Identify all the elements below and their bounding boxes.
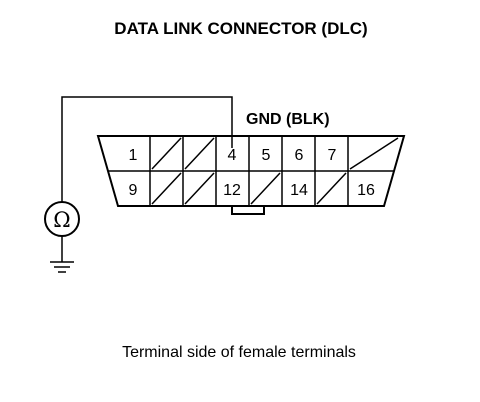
unused-terminal-slashes (151, 137, 399, 205)
probe-wire (61, 96, 233, 202)
ground-label: GND (BLK) (246, 111, 330, 128)
terminal-number: 1 (129, 147, 138, 164)
connector-locking-tab (231, 205, 265, 215)
terminal-number: 16 (357, 182, 375, 199)
bottom-row-terminals: 9 12 14 16 (129, 182, 375, 199)
terminal-number: 4 (228, 147, 237, 164)
terminal-number: 14 (290, 182, 308, 199)
connector-column-dividers (149, 136, 349, 206)
terminal-number: 5 (262, 147, 271, 164)
connector-outline (96, 135, 406, 207)
diagram-title: DATA LINK CONNECTOR (DLC) (114, 19, 367, 38)
terminal-number: 7 (328, 147, 337, 164)
top-row-terminals: 1 4 5 6 7 (129, 147, 337, 164)
terminal-number: 12 (223, 182, 241, 199)
terminal-number: 6 (295, 147, 304, 164)
ohm-icon: Ω (53, 208, 70, 232)
ground-symbol-icon (50, 261, 74, 273)
diagram-caption: Terminal side of female terminals (122, 344, 356, 361)
terminal-number: 9 (129, 182, 138, 199)
